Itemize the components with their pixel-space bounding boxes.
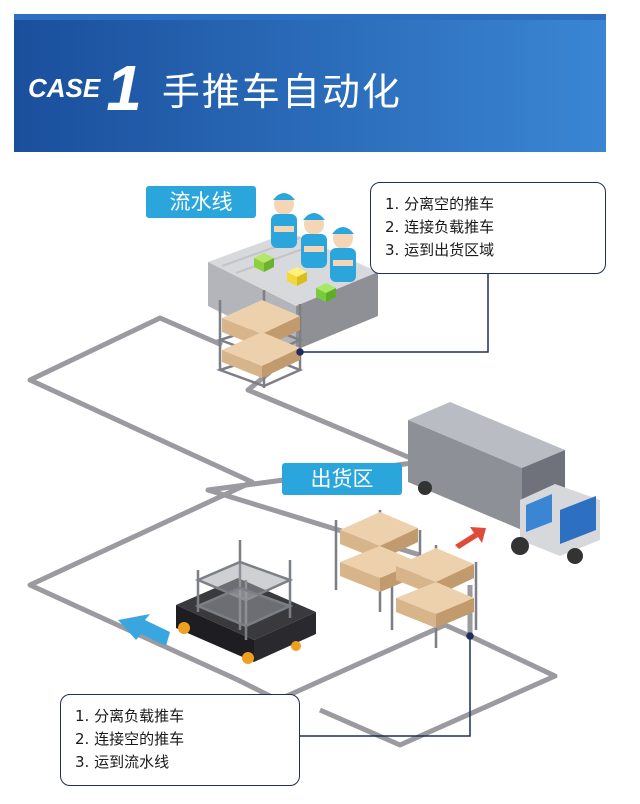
truck bbox=[408, 402, 600, 564]
workers bbox=[271, 193, 356, 282]
top-note-step-1: 1. 分离空的推车 bbox=[385, 195, 495, 213]
header-title-group: CASE 1 手推车自动化 bbox=[28, 52, 402, 124]
case-label: CASE bbox=[28, 72, 101, 103]
red-arrow-icon bbox=[455, 527, 486, 549]
bottom-note-step-3: 3. 运到流水线 bbox=[75, 753, 170, 771]
bottom-note-step-1: 1. 分离负载推车 bbox=[75, 707, 185, 725]
bottom-note-step-2: 2. 连接空的推车 bbox=[75, 730, 185, 748]
parts-on-line bbox=[254, 253, 336, 302]
boxes-line bbox=[222, 300, 300, 378]
header-banner bbox=[14, 14, 606, 152]
shipping-area-tag: 出货区 bbox=[282, 463, 402, 495]
page-title: 手推车自动化 bbox=[161, 69, 402, 114]
case-number: 1 bbox=[106, 52, 142, 124]
bottom-note: 1. 分离负载推车 2. 连接空的推车 3. 运到流水线 bbox=[60, 694, 300, 786]
top-note-step-3: 3. 运到出货区域 bbox=[385, 241, 495, 259]
assembly-line-tag: 流水线 bbox=[146, 186, 256, 218]
top-note: 1. 分离空的推车 2. 连接负载推车 3. 运到出货区域 bbox=[370, 182, 606, 274]
top-note-step-2: 2. 连接负载推车 bbox=[385, 218, 495, 236]
boxes-shipping bbox=[340, 512, 474, 628]
note-connectors bbox=[296, 270, 489, 737]
cart-empty-agv bbox=[194, 540, 294, 640]
blue-arrow-icon bbox=[118, 614, 170, 646]
